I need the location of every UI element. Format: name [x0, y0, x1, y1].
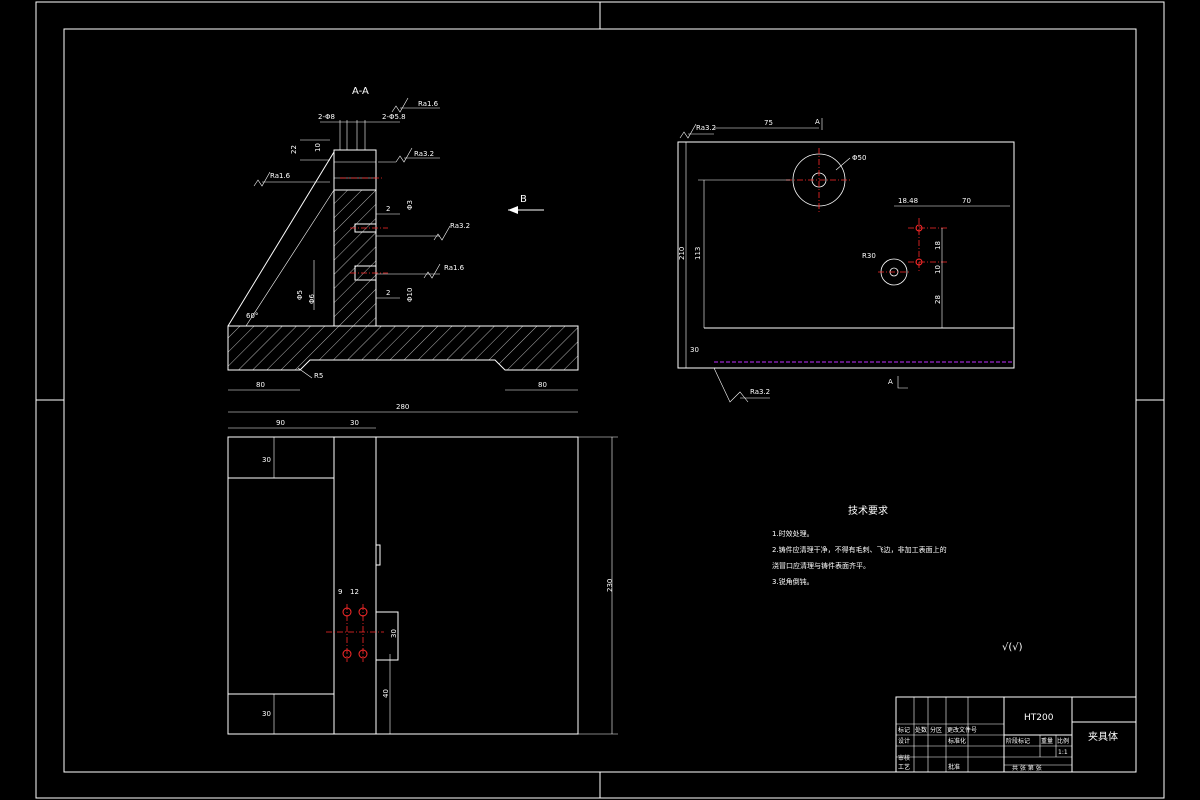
svg-text:Ra3.2: Ra3.2 [696, 124, 716, 132]
svg-text:A: A [888, 378, 893, 386]
dim-height-230: 230 [606, 579, 614, 592]
dim-hole-bottom: 40 [382, 689, 390, 698]
dim-top-left: 2-Φ8 [318, 113, 335, 121]
title-approve: 批准 [948, 763, 960, 771]
plan-view: 280 90 30 30 30 230 9 12 30 40 [227, 403, 618, 735]
section-aa-view: A-A 2-Φ8 2-Φ5.8 22 [227, 86, 579, 391]
roughness-r3: Ra1.6 [253, 171, 330, 187]
dim-h30-top: 30 [262, 456, 271, 464]
roughness-r7: Ra3.2 [713, 367, 770, 403]
dim-b-28: 28 [934, 295, 942, 304]
plan-outline [227, 436, 579, 735]
dim-foot-right: 80 [538, 381, 547, 389]
title-sheet: 共 张 第 张 [1012, 764, 1042, 772]
tech-req-title: 技术要求 [848, 504, 888, 517]
dim-radius: R5 [314, 372, 323, 380]
svg-text:Ra3.2: Ra3.2 [414, 150, 434, 158]
title-head-3: 更改文件号 [947, 726, 977, 734]
dim-h1: 2 [386, 205, 390, 213]
tech-req-item-4: 3.锐角倒钝。 [772, 577, 814, 586]
view-arrow-b: B [508, 194, 544, 214]
dim-hole-v: 30 [390, 629, 398, 638]
title-stage: 阶段标记 [1006, 737, 1030, 745]
title-scale-label: 比例 [1057, 737, 1069, 745]
svg-text:Ra1.6: Ra1.6 [444, 264, 465, 272]
tech-req-item-1: 1.时效处理。 [772, 529, 814, 538]
title-row-label-0: 标记 [898, 726, 910, 734]
roughness-r6: Ra3.2 [679, 123, 716, 139]
dim-depth2: Φ10 [406, 288, 414, 302]
plan-holes [326, 604, 384, 662]
inner-frame [63, 28, 1137, 773]
dim-hole-a: 9 [338, 588, 342, 596]
dim-left-a: 22 [290, 145, 298, 154]
dim-foot-left: 80 [256, 381, 265, 389]
column-section [333, 189, 377, 327]
dim-depth1: Φ3 [406, 200, 414, 210]
surface-note: √(√) [1002, 642, 1023, 653]
dim-b-70: 70 [962, 197, 971, 205]
title-block: HT200 夹具体 标记 设计 审核 工艺 处数 分区 更改文件号 标准化 批准… [895, 696, 1137, 773]
dim-b-r30: R30 [862, 252, 876, 260]
dim-b-1848: 18.48 [898, 197, 918, 205]
dim-b-30: 30 [690, 346, 699, 354]
tech-req-item-2: 2.铸件应清理干净，不得有毛刺、飞边，非加工表面上的 [772, 545, 947, 554]
title-head-1: 处数 [915, 726, 927, 734]
title-weight: 重量 [1041, 737, 1053, 745]
dim-hole-b: 12 [350, 588, 359, 596]
svg-text:A: A [815, 118, 820, 126]
dim-v1: Φ5 [296, 290, 304, 300]
roughness-r2: Ra3.2 [378, 147, 440, 163]
dim-h30-bottom: 30 [262, 710, 271, 718]
b-view: A A 75 Φ50 18.48 70 210 113 R30 18 10 28… [677, 118, 1015, 403]
roughness-r5: Ra1.6 [376, 263, 465, 279]
dim-b-75: 75 [764, 119, 773, 127]
dim-left-c: Φ6 [308, 293, 316, 304]
outer-frame [35, 1, 1165, 799]
title-name: 夹具体 [1088, 730, 1118, 743]
title-scale: 1:1 [1058, 749, 1068, 756]
dim-top-mid: 2-Φ5.8 [382, 113, 406, 121]
svg-text:Ra1.6: Ra1.6 [270, 172, 291, 180]
column-top-block [333, 149, 377, 191]
svg-text:Ra3.2: Ra3.2 [450, 222, 470, 230]
dim-b-dia50: Φ50 [852, 154, 866, 162]
dim-30: 30 [350, 419, 359, 427]
section-aa-title: A-A [352, 86, 369, 97]
rib-edge [227, 151, 335, 327]
title-row-label-3: 工艺 [898, 763, 910, 771]
dim-b-113: 113 [694, 247, 702, 260]
dim-total-280: 280 [396, 403, 409, 411]
roughness-r1: Ra1.6 [391, 97, 440, 113]
dim-b-210: 210 [678, 247, 686, 260]
tech-requirements: 技术要求 1.时效处理。 2.铸件应清理干净，不得有毛刺、飞边，非加工表面上的 … [772, 504, 947, 586]
b-view-outline [677, 141, 1015, 369]
title-std: 标准化 [948, 737, 966, 745]
title-row-label-2: 审核 [898, 754, 910, 762]
svg-text:B: B [520, 194, 527, 205]
title-head-2: 分区 [930, 726, 942, 734]
dim-90: 90 [276, 419, 285, 427]
dim-h2: 2 [386, 289, 390, 297]
roughness-r4: Ra3.2 [376, 222, 470, 241]
dim-b-18: 18 [934, 241, 942, 250]
title-material: HT200 [1024, 713, 1054, 723]
dim-angle: 60° [246, 312, 258, 320]
svg-text:Ra1.6: Ra1.6 [418, 100, 439, 108]
title-row-label-1: 设计 [898, 737, 910, 745]
svg-text:Ra3.2: Ra3.2 [750, 388, 770, 396]
dim-left-b: 10 [314, 143, 322, 152]
dim-b-10: 10 [934, 265, 942, 274]
base-plate-section [227, 325, 579, 371]
tech-req-item-3: 浇冒口应清理与铸件表面齐平。 [772, 561, 870, 570]
